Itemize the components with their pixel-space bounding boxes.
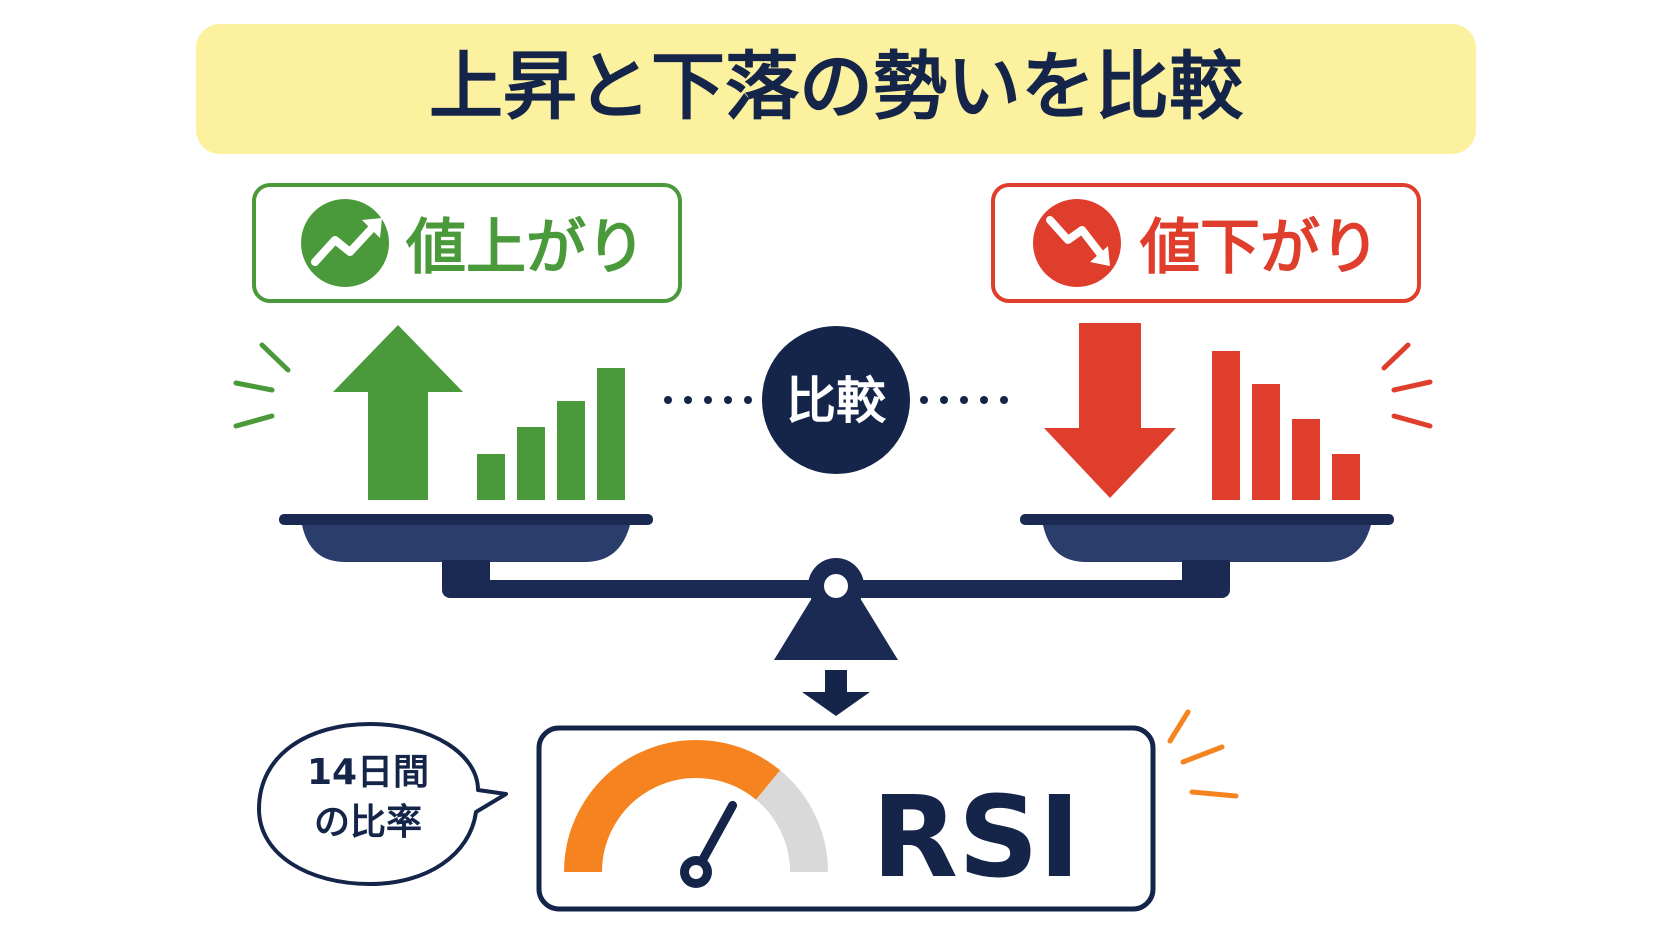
rising-bars xyxy=(477,368,625,500)
falling-label: 値下がり xyxy=(1139,213,1380,283)
dotted-connector-left xyxy=(664,396,752,404)
rising-bar xyxy=(517,427,545,500)
rsi-motion-lines xyxy=(1167,709,1239,799)
right-pan-rim xyxy=(1020,514,1394,525)
dotted-connector-right xyxy=(920,396,1008,404)
down-arrow-icon xyxy=(1044,323,1176,498)
gauge-fill xyxy=(564,740,781,873)
falling-bar xyxy=(1332,454,1360,500)
speech-bubble xyxy=(257,722,508,886)
page-title: 上昇と下落の勢いを比較 xyxy=(429,44,1244,130)
rising-bar xyxy=(477,454,505,500)
speech-line-2: の比率 xyxy=(314,802,422,843)
falling-bar xyxy=(1212,351,1240,500)
falling-motion-lines xyxy=(1381,342,1433,429)
speech-line-1: 14日間 xyxy=(307,752,429,793)
scale-pivot-hole xyxy=(824,574,848,598)
down-connector-arrow xyxy=(802,670,870,716)
gauge-track xyxy=(755,770,828,873)
rising-label: 値上がり xyxy=(405,213,646,283)
title-banner xyxy=(196,24,1476,154)
falling-bars xyxy=(1212,351,1360,500)
rising-bar xyxy=(557,401,585,500)
scale-fulcrum xyxy=(774,598,898,660)
gauge-hub-center xyxy=(689,865,703,879)
left-pan-rim xyxy=(279,514,653,525)
rsi-label: RSI xyxy=(872,773,1081,903)
right-pan xyxy=(1043,525,1371,562)
up-arrow-icon xyxy=(333,325,463,500)
trending-down-icon xyxy=(1033,199,1121,287)
compare-badge xyxy=(762,326,910,474)
falling-bar xyxy=(1292,419,1320,500)
rsi-gauge xyxy=(564,740,828,888)
left-pan xyxy=(302,525,630,562)
balance-scale xyxy=(279,514,1394,660)
rising-motion-lines xyxy=(233,342,291,429)
rising-bar xyxy=(597,368,625,500)
trending-up-icon xyxy=(301,199,389,287)
compare-label: 比較 xyxy=(786,372,887,430)
falling-bar xyxy=(1252,384,1280,500)
